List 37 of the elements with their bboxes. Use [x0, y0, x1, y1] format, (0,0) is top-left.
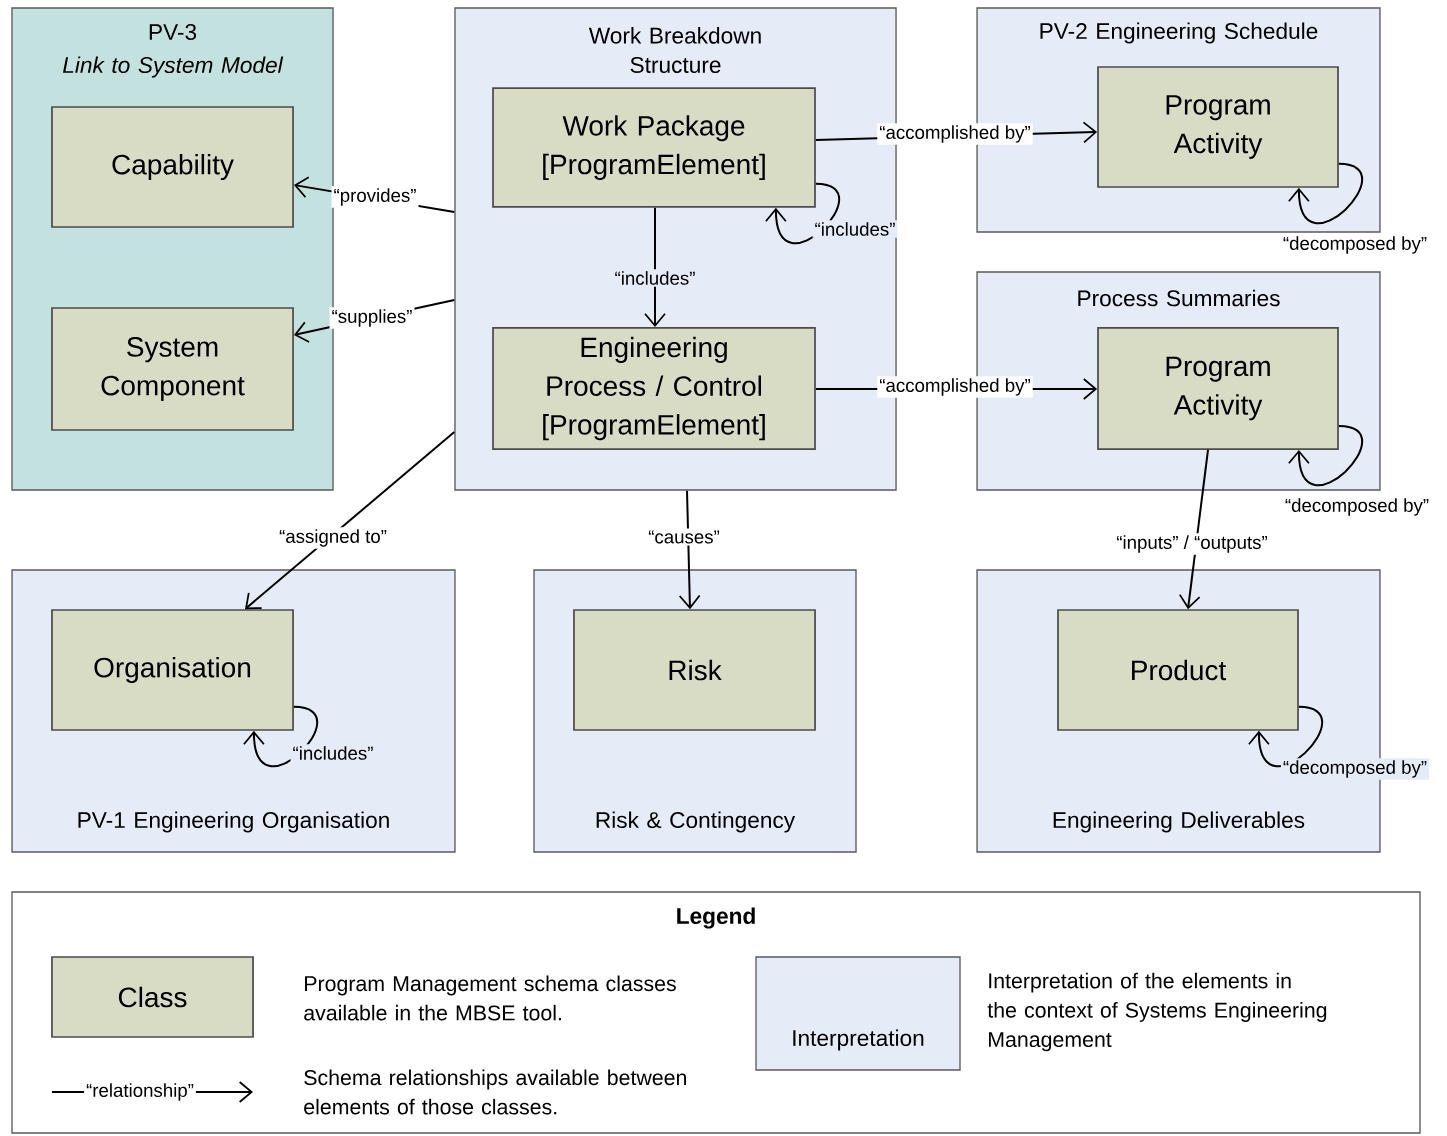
class-box: Organisation — [51, 609, 294, 731]
arrow — [1288, 424, 1364, 487]
class-box: Program Activity — [1097, 66, 1339, 188]
edge-label: “decomposed by” — [1280, 758, 1430, 780]
description-text: Interpretation of the elements in the context of Systems Engineering Management — [987, 972, 1327, 1052]
edge-label: “accomplished by” — [877, 123, 1033, 145]
class-box: Class — [51, 956, 254, 1038]
arrow — [1288, 162, 1364, 225]
class-box: Product — [1057, 609, 1299, 731]
edge-label: “assigned to” — [277, 527, 389, 549]
panel: Interpretation — [755, 956, 961, 1071]
class-box: System Component — [51, 307, 294, 431]
relationship-label: “relationship” — [84, 1081, 196, 1103]
arrow — [1248, 705, 1324, 767]
class-box: Capability — [51, 106, 294, 228]
class-box: Risk — [573, 609, 816, 731]
arrow — [644, 206, 666, 328]
edge-label: “inputs” / “outputs” — [1114, 533, 1270, 555]
edge-label: “includes” — [612, 269, 698, 287]
edge-label: “decomposed by” — [1282, 496, 1432, 518]
arrow — [1178, 448, 1209, 610]
legend-text: Schema relationships available between elements of those classes. — [304, 1069, 686, 1115]
edge-label: “decomposed by” — [1280, 234, 1430, 256]
arrow — [678, 489, 701, 610]
arrow — [243, 705, 319, 767]
class-box: Program Activity — [1097, 327, 1339, 450]
edge-label: “provides” — [331, 186, 419, 208]
description-text: Program Management schema classes available in the MBSE tool. — [304, 975, 676, 1021]
edge-label: “includes” — [290, 744, 376, 762]
edge-label: “supplies” — [329, 307, 415, 329]
class-box: Work Package [ProgramElement] — [492, 87, 816, 208]
edge-label: “includes” — [812, 220, 898, 238]
edge-label: “accomplished by” — [877, 376, 1033, 398]
arrow — [765, 182, 841, 244]
edge-label: “causes” — [646, 528, 722, 546]
class-box: Engineering Process / Control [ProgramElement] — [492, 327, 816, 450]
arrow — [245, 431, 456, 610]
